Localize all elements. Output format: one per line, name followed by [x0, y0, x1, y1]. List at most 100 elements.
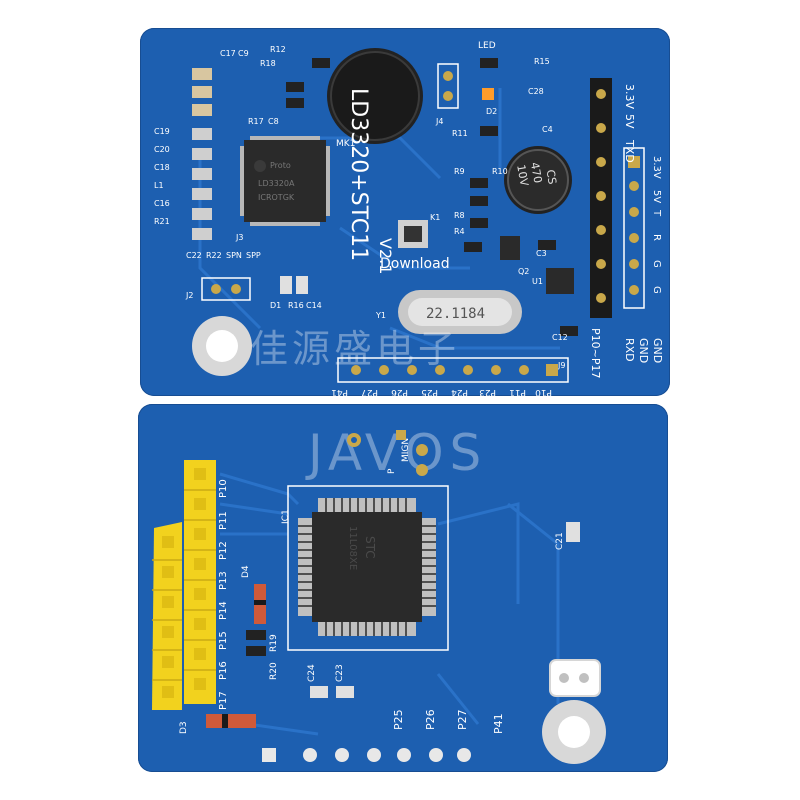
label-c8: C8	[268, 117, 279, 126]
yellow-pin-header-left[interactable]	[152, 522, 182, 710]
board-title: LD3320+STC11	[346, 88, 371, 261]
j9-label-2: P27	[361, 387, 378, 396]
pin-label-p15: P15	[218, 631, 229, 650]
chip-line-1: Proto	[270, 161, 291, 170]
pin-label-p13: P13	[218, 571, 229, 590]
bottom-traces	[219, 472, 560, 736]
cap-label-3: 10V	[514, 164, 531, 188]
led-label: LED	[478, 41, 496, 51]
pin-label-p11: P11	[218, 511, 229, 530]
label-r19: R19	[269, 634, 279, 652]
test-pads	[347, 430, 428, 476]
pin-label-p12: P12	[218, 541, 229, 560]
top-pcb-board: MK1 Proto LD3320A ICROTGK LD3320+STC11 V…	[140, 28, 670, 397]
smd-components	[192, 58, 578, 336]
j9-label-1: P41	[331, 387, 348, 396]
j9-label-4: P25	[421, 387, 438, 396]
j6-pin-4: GND	[637, 338, 650, 363]
label-c22: C22	[186, 251, 202, 260]
label-spp: SPP	[246, 251, 261, 260]
label-d2: D2	[486, 107, 497, 116]
label-d1: D1	[270, 301, 281, 310]
header-label-p41: P41	[492, 713, 505, 734]
label-k1: K1	[430, 213, 440, 222]
mcu-pin-gaps	[298, 498, 436, 636]
label-r17: R17	[248, 117, 264, 126]
j1-pin-2: 5V	[651, 190, 662, 203]
label-c20: C20	[154, 145, 170, 154]
label-mign: MIGN	[401, 438, 411, 462]
label-r18: R18	[260, 59, 276, 68]
label-ic1: IC1	[281, 509, 291, 524]
j9-pin-labels: P41 P27 P26 P25 P24 P23 P11 P10	[331, 387, 552, 397]
j9-label-8: P10	[535, 387, 552, 396]
j1-pin-4: R	[651, 234, 662, 241]
header-j2[interactable]	[201, 277, 251, 301]
j9-label-6: P23	[479, 387, 496, 396]
header-label-p25: P25	[392, 709, 405, 730]
label-r16: R16	[288, 301, 304, 310]
bottom-pin-labels: P10 P11 P12 P13 P14 P15 P16 P17	[218, 479, 229, 710]
label-c3: C3	[536, 249, 547, 258]
yellow-pin-header-right[interactable]	[184, 460, 216, 704]
bottom-pcb-board: JAVOS STC 11L08XE	[138, 404, 668, 772]
label-c21: C21	[555, 532, 565, 550]
label-c18: C18	[154, 163, 170, 172]
pin-label-p16: P16	[218, 661, 229, 680]
pin-label-p10: P10	[218, 479, 229, 498]
chinese-watermark: 佳源盛电子	[250, 327, 461, 371]
header-j1[interactable]	[623, 147, 645, 309]
label-c9: C9	[238, 49, 249, 58]
label-r12: R12	[270, 45, 286, 54]
j9-label-3: P26	[391, 387, 408, 396]
j1-pin-labels: 3.3V 5V T R G G	[651, 156, 662, 294]
header-j9[interactable]	[337, 357, 569, 383]
bottom-pcb-art: JAVOS STC 11L08XE	[152, 424, 606, 764]
bottom-header-holes[interactable]	[262, 748, 471, 762]
square-pad	[549, 659, 601, 697]
label-p: P	[387, 468, 397, 474]
mcu-label-1: STC	[363, 536, 377, 559]
label-y1: Y1	[375, 311, 386, 320]
label-r11: R11	[452, 129, 468, 138]
label-c4: C4	[542, 125, 553, 134]
pin-label-p14: P14	[218, 601, 229, 620]
j6-pin-3: TXD	[623, 139, 636, 163]
j6-pin-2: 5V	[623, 114, 636, 129]
top-pcb-art: MK1 Proto LD3320A ICROTGK LD3320+STC11 V…	[154, 41, 664, 397]
mcu-silk-outline	[287, 485, 449, 651]
header-j6[interactable]	[590, 78, 612, 318]
j9-label-5: P24	[451, 387, 468, 396]
label-r10: R10	[492, 167, 508, 176]
j1-pin-1: 3.3V	[651, 156, 662, 179]
label-j9: J9	[557, 361, 565, 370]
label-r22: R22	[206, 251, 222, 260]
crystal-label: 22.1184	[426, 306, 485, 322]
label-c12: C12	[552, 333, 568, 342]
header-label-p27: P27	[456, 709, 469, 730]
header-label-p26: P26	[424, 709, 437, 730]
header-j4[interactable]	[437, 63, 459, 109]
j6-lower-labels: RXD GND GND	[623, 338, 664, 363]
stc-mcu-chip	[312, 512, 422, 622]
j9-label-7: P11	[509, 387, 526, 396]
j1-pin-3: T	[651, 209, 662, 217]
download-label: Download	[380, 256, 450, 272]
chip-line-3: ICROTGK	[258, 193, 295, 202]
j6-pin-1: 3.3V	[623, 84, 636, 109]
mcu-label-2: 11L08XE	[347, 526, 358, 570]
label-j4: J4	[435, 117, 443, 126]
chip-line-2: LD3320A	[258, 179, 295, 188]
j1-pin-6: G	[651, 286, 662, 294]
label-d3: D3	[179, 721, 189, 734]
label-c16: C16	[154, 199, 170, 208]
pin-label-p17: P17	[218, 691, 229, 710]
p10-range-label: P10~P17	[589, 328, 602, 378]
label-q2: Q2	[518, 267, 529, 276]
cap-label-1: CS	[544, 169, 559, 186]
j1-pin-5: G	[651, 260, 662, 268]
label-c14: C14	[306, 301, 322, 310]
label-spn: SPN	[226, 251, 242, 260]
j6-pin-6: GND	[651, 338, 664, 363]
cap-label-2: 470	[528, 161, 544, 184]
